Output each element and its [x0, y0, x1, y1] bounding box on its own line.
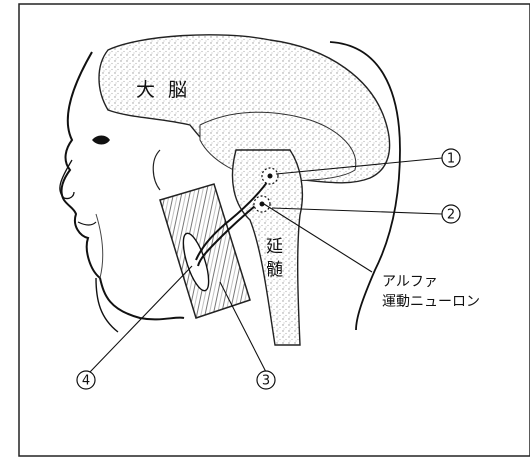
cheek-line	[96, 214, 103, 278]
marker-3: 3	[257, 371, 275, 389]
nucleus-lower-dot	[260, 202, 265, 207]
eye	[92, 136, 110, 145]
marker-1-text: 1	[447, 152, 455, 167]
marker-2: 2	[442, 205, 460, 223]
cerebrum-label-char2: 脳	[168, 79, 187, 101]
marker-3-text: 3	[262, 374, 270, 389]
marker-4-text: 4	[82, 374, 90, 389]
nucleus-upper-dot	[268, 174, 273, 179]
medulla-label-char2: 髄	[266, 260, 283, 280]
medulla-label-char1: 延	[266, 237, 283, 257]
alpha-neuron-label-line2: 運動ニューロン	[382, 294, 480, 310]
ear	[153, 150, 160, 190]
mouth	[78, 222, 96, 225]
marker-1: 1	[442, 149, 460, 167]
alpha-neuron-label-line1: アルファ	[382, 274, 438, 290]
marker-4: 4	[77, 371, 95, 389]
marker-2-text: 2	[447, 208, 455, 223]
neck-muscle	[160, 184, 250, 318]
cerebrum-label-char1: 大	[136, 79, 155, 101]
